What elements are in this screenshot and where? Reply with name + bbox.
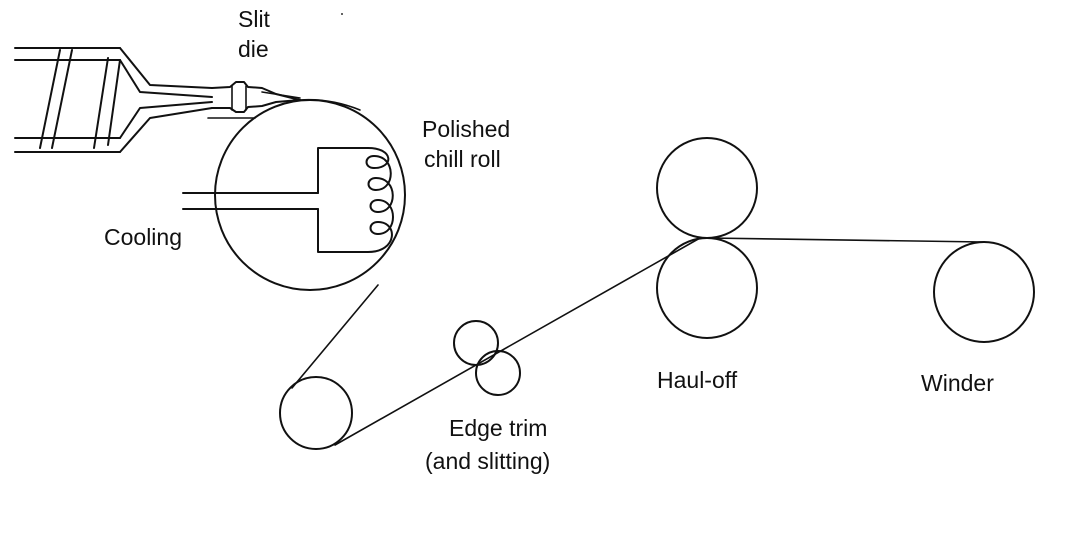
winder-label: Winder <box>921 370 994 396</box>
winder-roll <box>933 241 1035 343</box>
coil-manifold-bottom <box>317 208 369 253</box>
die-bottom-lip <box>211 99 301 113</box>
screw-flight-2 <box>51 49 73 149</box>
chill-roll-circle <box>214 99 406 291</box>
chill-roll-label-line2: chill roll <box>424 146 501 172</box>
film-onto-chill-roll <box>299 98 361 111</box>
cooling-coil <box>365 147 394 253</box>
haul-off-label: Haul-off <box>657 367 738 393</box>
slit-die-label-line2: die <box>238 36 269 62</box>
haul-off-roll-lower <box>656 237 758 339</box>
film-idler-to-hauloff <box>334 237 701 446</box>
adapter-bottom-inner <box>119 101 213 139</box>
edge-trim-knives <box>453 320 521 396</box>
coil-manifold-top <box>317 147 369 194</box>
edge-trim-label-line2: (and slitting) <box>425 448 551 474</box>
adapter-top-outer <box>119 47 213 89</box>
screw-flight-3 <box>93 57 109 149</box>
film-web <box>291 98 985 446</box>
screw-flight-4 <box>107 59 121 146</box>
die-melt-channel <box>261 91 301 99</box>
slit-die-label-line1: Slit <box>238 6 270 32</box>
screw-flight-1 <box>39 49 61 149</box>
edge-trim-knife-upper <box>453 320 499 366</box>
haul-off-roll-upper <box>656 137 758 239</box>
idler-roll <box>279 376 353 450</box>
speck <box>341 13 343 15</box>
die-top-lip <box>211 81 301 101</box>
film-hauloff-to-winder <box>707 237 985 243</box>
edge-trim-label-line1: Edge trim <box>449 415 548 441</box>
adapter-top-inner <box>119 59 213 98</box>
extruder <box>14 47 213 153</box>
chill-roll <box>182 99 406 291</box>
adapter-bottom-outer <box>119 107 213 153</box>
edge-trim-knife-lower <box>475 350 521 396</box>
cooling-label: Cooling <box>104 224 182 250</box>
film-chill-to-idler <box>291 284 379 389</box>
haul-off-rolls <box>656 137 758 339</box>
chill-roll-label-line1: Polished <box>422 116 511 142</box>
slit-die <box>207 81 301 119</box>
